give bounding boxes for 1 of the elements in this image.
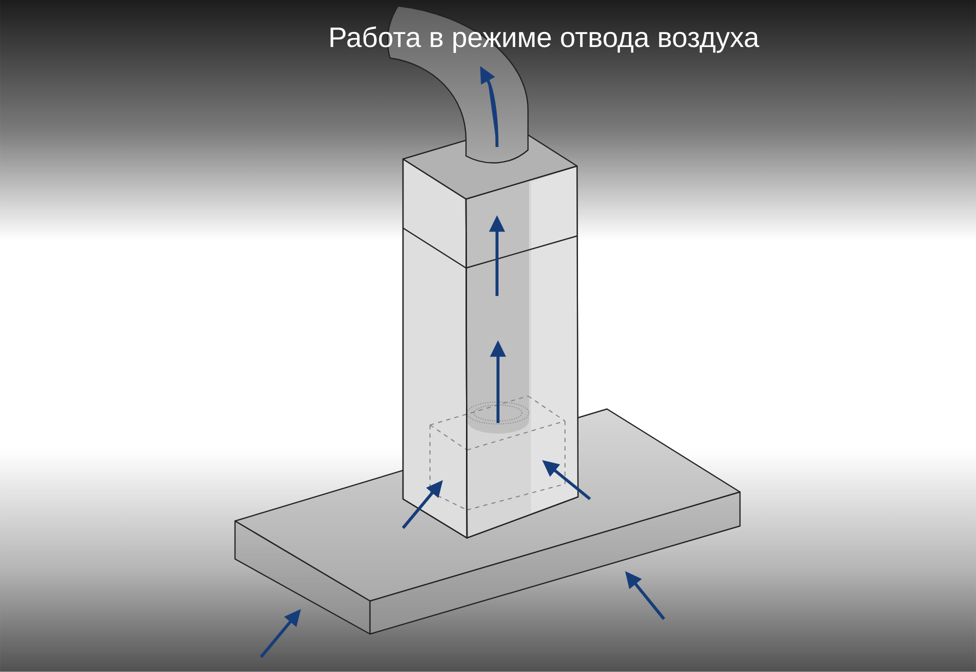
title: Работа в режиме отвода воздуха: [330, 26, 760, 53]
